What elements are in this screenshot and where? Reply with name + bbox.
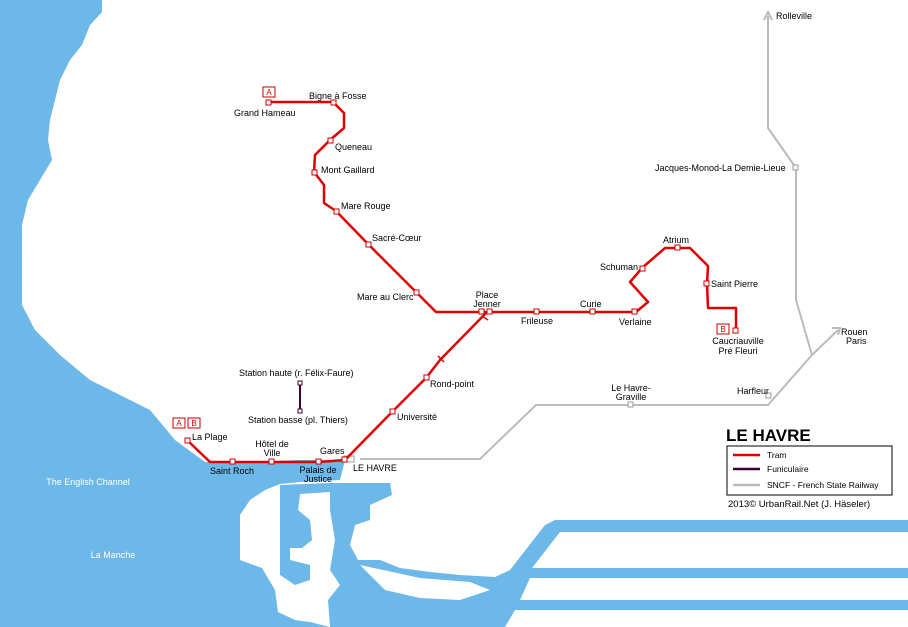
badge-a-la-plage-label: A <box>176 419 182 428</box>
label-schuman: Schuman <box>600 262 638 272</box>
station-frileuse[interactable] <box>533 308 540 315</box>
label-verlaine: Verlaine <box>619 317 652 327</box>
station-bigne-a-fosse[interactable] <box>330 99 337 106</box>
label-rond-point: Rond-point <box>430 379 475 389</box>
legend-title: LE HAVRE <box>726 426 811 445</box>
station-mare-au-clerc[interactable] <box>413 289 420 296</box>
station-mare-rouge[interactable] <box>333 208 340 215</box>
label-mare-au-clerc: Mare au Clerc <box>357 292 414 302</box>
station-rond-point[interactable] <box>423 374 430 381</box>
label-mont-gaillard: Mont Gaillard <box>321 165 375 175</box>
station-graville[interactable] <box>627 401 634 408</box>
label-gares: Gares <box>320 446 345 456</box>
arrow-rouen <box>832 327 842 336</box>
label-grand-hameau: Grand Hameau <box>234 108 296 118</box>
station-universite[interactable] <box>389 408 396 415</box>
legend-tram-label: Tram <box>767 450 787 460</box>
english-channel <box>0 0 345 627</box>
label-caucriauville-1: Caucriauville <box>712 336 764 346</box>
station-caucriauville[interactable] <box>732 327 739 334</box>
label-mare-rouge: Mare Rouge <box>341 201 391 211</box>
station-hotel-de-ville[interactable] <box>268 458 275 465</box>
label-palais-2: Justice <box>304 474 332 484</box>
station-schuman[interactable] <box>639 265 646 272</box>
station-saint-pierre[interactable] <box>703 280 710 287</box>
badge-a-la-plage <box>172 417 186 429</box>
tram-station-labels: Grand Hameau Bigne à Fosse Queneau Mont … <box>192 91 764 484</box>
junction-mark <box>481 315 489 321</box>
label-saint-pierre: Saint Pierre <box>711 279 758 289</box>
station-funicular-basse[interactable] <box>297 408 303 414</box>
label-le-havre-sncf: LE HAVRE <box>353 463 397 473</box>
tunnel-mark <box>437 355 445 363</box>
copyright: 2013© UrbanRail.Net (J. Häseler) <box>728 499 870 510</box>
station-atrium[interactable] <box>674 244 681 251</box>
label-funicular-haute: Station haute (r. Félix-Faure) <box>239 368 354 378</box>
label-funicular-basse: Station basse (pl. Thiers) <box>248 415 348 425</box>
sncf-main-line <box>360 329 839 460</box>
station-verlaine[interactable] <box>631 308 638 315</box>
label-universite: Université <box>397 412 437 422</box>
line-badges: A A B B <box>172 86 730 429</box>
label-place-jenner-1: Place <box>476 290 499 300</box>
label-hotel-2: Ville <box>264 448 281 458</box>
station-palais-de-justice[interactable] <box>315 458 322 465</box>
station-funicular-haute[interactable] <box>297 380 303 386</box>
badge-b-caucriauville <box>716 323 730 335</box>
label-atrium: Atrium <box>663 235 689 245</box>
badge-a-grand-hameau <box>262 86 276 98</box>
label-rolleville: Rolleville <box>776 11 812 21</box>
tram-lines <box>187 100 738 464</box>
badge-b-la-plage <box>187 417 201 429</box>
station-grand-hameau[interactable] <box>265 99 272 106</box>
label-queneau: Queneau <box>335 142 372 152</box>
label-jacques-monod: Jacques-Monod-La Demie-Lieue <box>655 163 786 173</box>
arrow-rolleville <box>763 9 773 21</box>
label-la-plage: La Plage <box>192 432 228 442</box>
label-bigne-a-fosse: Bigne à Fosse <box>309 91 367 101</box>
label-place-jenner-2: Jenner <box>473 299 501 309</box>
badge-b-caucriauville-label: B <box>720 325 725 334</box>
legend-sncf-label: SNCF - French State Railway <box>767 480 879 490</box>
sncf-rolleville-line <box>767 16 813 356</box>
label-sacre-coeur: Sacré-Cœur <box>372 233 422 243</box>
station-sacre-coeur[interactable] <box>365 241 372 248</box>
station-queneau[interactable] <box>327 137 334 144</box>
label-paris: Paris <box>846 336 867 346</box>
station-harfleur[interactable] <box>765 392 772 399</box>
label-harfleur: Harfleur <box>737 386 769 396</box>
tram-line-a-branch <box>268 100 482 314</box>
label-graville-2: Graville <box>616 392 647 402</box>
label-palais-1: Palais de <box>299 465 336 475</box>
station-jacques-monod[interactable] <box>792 164 799 171</box>
label-saint-roch: Saint Roch <box>210 466 254 476</box>
label-english-channel: The English Channel <box>46 477 130 487</box>
sncf-station-labels: Rolleville Jacques-Monod-La Demie-Lieue … <box>353 11 868 473</box>
station-curie[interactable] <box>589 308 596 315</box>
station-place-jenner-2[interactable] <box>486 308 493 315</box>
port-basin-1 <box>280 483 330 585</box>
station-gares[interactable] <box>341 456 348 463</box>
label-frileuse: Frileuse <box>521 316 553 326</box>
station-saint-roch[interactable] <box>229 458 236 465</box>
label-curie: Curie <box>580 299 602 309</box>
station-la-plage[interactable] <box>184 437 191 444</box>
station-place-jenner[interactable] <box>478 308 485 315</box>
station-mont-gaillard[interactable] <box>311 169 318 176</box>
legend-funicular-label: Funiculaire <box>767 464 809 474</box>
tram-stations <box>184 99 739 465</box>
port-basin-3 <box>360 565 490 600</box>
label-la-manche: La Manche <box>91 550 136 560</box>
legend: LE HAVRE Tram Funiculaire SNCF - French … <box>726 426 893 510</box>
label-caucriauville-2: Pré Fleuri <box>718 346 757 356</box>
badge-a-grand-hameau-label: A <box>266 88 272 97</box>
label-hotel-1: Hôtel de <box>255 439 289 449</box>
label-graville-1: Le Havre- <box>611 383 651 393</box>
label-rouen: Rouen <box>841 327 868 337</box>
badge-b-la-plage-label: B <box>191 419 196 428</box>
